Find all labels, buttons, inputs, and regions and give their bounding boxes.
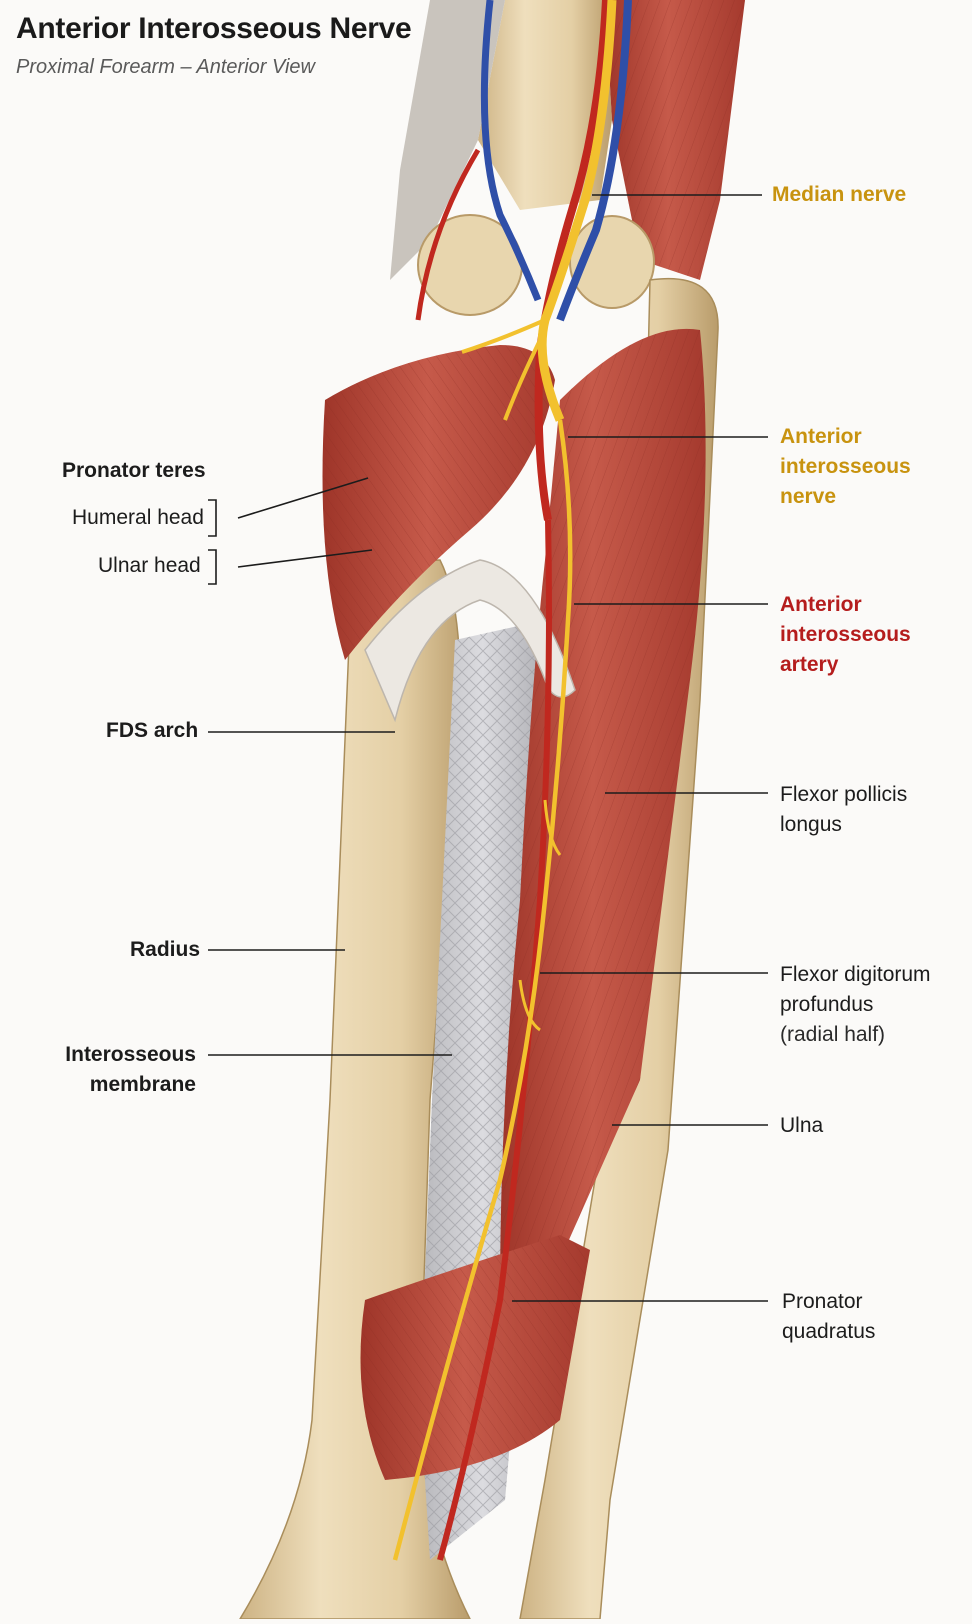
label-anterior-interosseous-artery: Anterior interosseous artery <box>780 590 911 680</box>
label-ulnar-head: Ulnar head <box>98 554 201 577</box>
radial-artery-branch <box>415 148 481 321</box>
nerve-branch-fpl <box>543 799 562 856</box>
label-interosseous-membrane: Interosseous membrane <box>60 1040 196 1100</box>
brachial-vein <box>480 0 542 302</box>
label-pq-line-1: Pronator <box>782 1290 863 1313</box>
label-fdp-line-1: Flexor digitorum <box>780 963 931 986</box>
label-aia-line-2: interosseous <box>780 623 911 646</box>
label-iom-line-1: Interosseous <box>65 1043 196 1066</box>
brachial-artery <box>534 0 610 521</box>
page-subtitle: Proximal Forearm – Anterior View <box>16 56 315 78</box>
label-pronator-quadratus: Pronator quadratus <box>782 1287 875 1347</box>
upper-lateral-muscles <box>390 0 505 280</box>
label-humeral-head: Humeral head <box>72 506 204 529</box>
label-iom-line-2: membrane <box>89 1073 196 1096</box>
label-radius: Radius <box>130 938 201 961</box>
leader-lines <box>208 194 768 1302</box>
label-fpl-line-2: longus <box>780 813 842 836</box>
median-nerve-path <box>537 0 617 422</box>
label-flexor-pollicis-longus: Flexor pollicis longus <box>780 780 907 840</box>
label-fdp-line-3: (radial half) <box>780 1023 886 1046</box>
label-pronator-teres: Pronator teres <box>62 459 206 482</box>
label-ain-line-3: nerve <box>780 485 837 508</box>
label-ulna: Ulna <box>780 1114 824 1137</box>
nerve-branch-pronator <box>461 318 546 354</box>
anterior-interosseous-artery <box>437 519 552 1561</box>
label-flexor-digitorum-profundus: Flexor digitorum profundus (radial half) <box>780 960 931 1050</box>
label-median-nerve: Median nerve <box>772 183 907 206</box>
label-fds-arch: FDS arch <box>106 719 199 742</box>
brachial-vein-2 <box>556 0 632 322</box>
label-ain-line-2: interosseous <box>780 455 911 478</box>
label-fpl-line-1: Flexor pollicis <box>780 783 908 806</box>
label-ain-line-1: Anterior <box>780 425 862 448</box>
nerve-branch-fds <box>503 329 547 421</box>
label-aia-line-3: artery <box>780 653 839 676</box>
label-anterior-interosseous-nerve: Anterior interosseous nerve <box>780 422 911 512</box>
label-pq-line-2: quadratus <box>782 1320 876 1343</box>
label-fdp-line-2: profundus <box>780 993 874 1016</box>
anterior-interosseous-nerve-path <box>392 419 573 1561</box>
label-aia-line-1: Anterior <box>780 593 862 616</box>
nerve-branch-fdp <box>518 979 541 1032</box>
page-title: Anterior Interosseous Nerve <box>16 12 412 45</box>
humerus-shaft <box>478 0 612 210</box>
